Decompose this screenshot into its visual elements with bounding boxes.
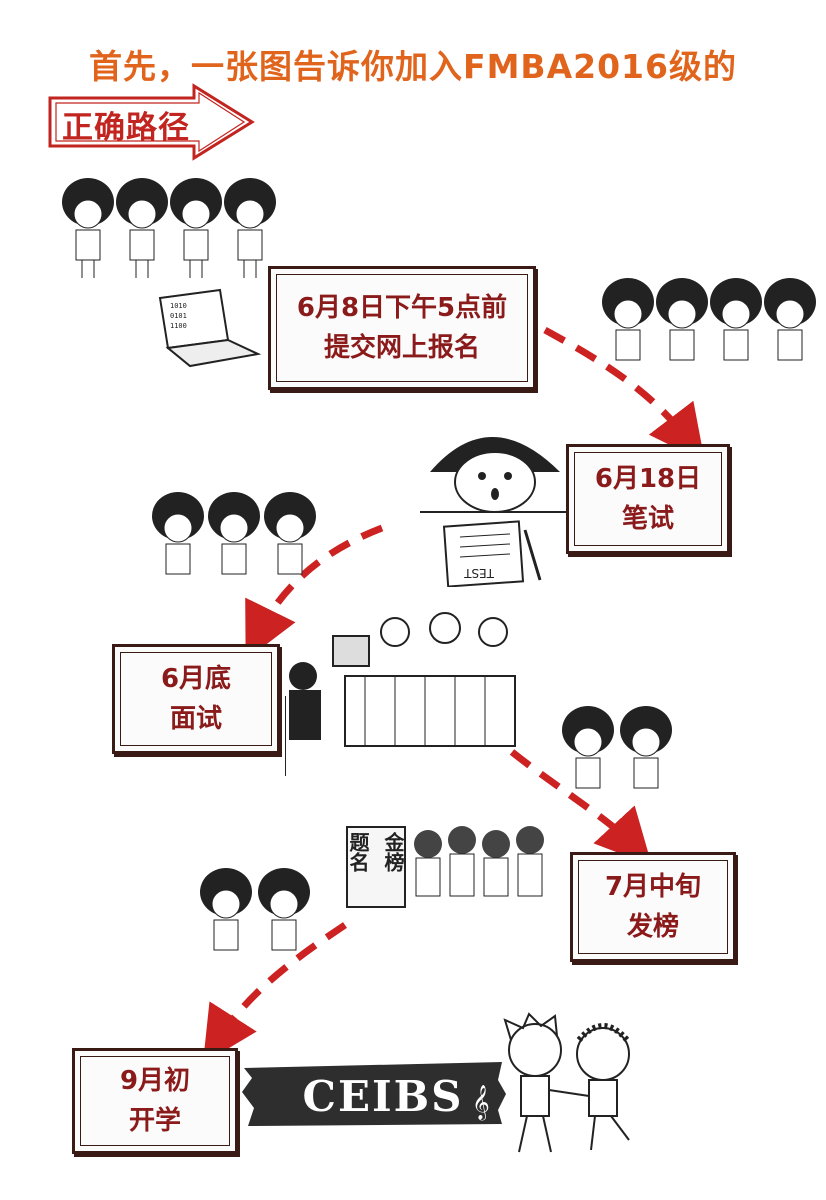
svg-text:0101: 0101: [170, 312, 187, 320]
step-2-line-1: 6月18日: [594, 463, 702, 494]
step-box-3: 6月底 面试: [112, 644, 280, 754]
step-box-5: 9月初 开学: [72, 1048, 238, 1154]
svg-text:1100: 1100: [170, 322, 187, 330]
arrow-1: [543, 326, 705, 463]
ceibs-banner-shape: 𝄞: [242, 1062, 506, 1126]
sign-col-1: 金榜: [381, 832, 405, 872]
badge-arrow-shape: [48, 83, 255, 161]
step-3-line-2: 面试: [169, 704, 222, 734]
step-1-line-2: 提交网上报名: [323, 333, 480, 363]
kids-illustration-mid: [152, 492, 316, 575]
step-box-2: 6月18日 笔试: [566, 444, 730, 554]
kids-illustration-right: [602, 278, 816, 361]
step-4-line-1: 7月中旬: [604, 871, 702, 902]
step-5-line-1: 9月初: [119, 1065, 191, 1096]
path-badge: 正确路径: [44, 82, 259, 162]
dancing-kids-illustration: [503, 1012, 630, 1153]
svg-text:1010: 1010: [170, 302, 187, 310]
arrow-3: [509, 749, 652, 866]
kids-illustration-pair: [562, 706, 672, 789]
step-1-line-1: 6月8日下午5点前: [296, 292, 508, 323]
step-5-line-2: 开学: [128, 1106, 181, 1136]
step-box-4: 7月中旬 发榜: [570, 852, 736, 962]
laptop-illustration: 1010 0101 1100: [158, 288, 262, 368]
arrow-4: [202, 922, 347, 1064]
step-2-line-2: 笔试: [621, 504, 674, 534]
crowd-illustration: [414, 826, 544, 897]
ranking-board-sign: 金榜 题名: [346, 826, 406, 908]
arrow-2: [245, 524, 384, 661]
test-paper-label: TEST: [463, 566, 495, 580]
interview-illustration: [285, 612, 516, 776]
step-box-1: 6月8日下午5点前 提交网上报名: [268, 266, 536, 390]
path-badge-label: 正确路径: [62, 110, 190, 146]
page-title: 首先，一张图告诉你加入FMBA2016级的: [89, 47, 737, 86]
step-3-line-1: 6月底: [160, 663, 232, 694]
step-4-line-2: 发榜: [626, 912, 679, 942]
test-taker-illustration: TEST: [420, 437, 570, 587]
sign-col-2: 题名: [346, 832, 370, 872]
kids-illustration-top: [62, 178, 276, 278]
kids-illustration-lower: [200, 868, 310, 951]
ceibs-logo-text: CEIBS: [302, 1072, 464, 1121]
music-note-icon: 𝄞: [472, 1085, 490, 1121]
